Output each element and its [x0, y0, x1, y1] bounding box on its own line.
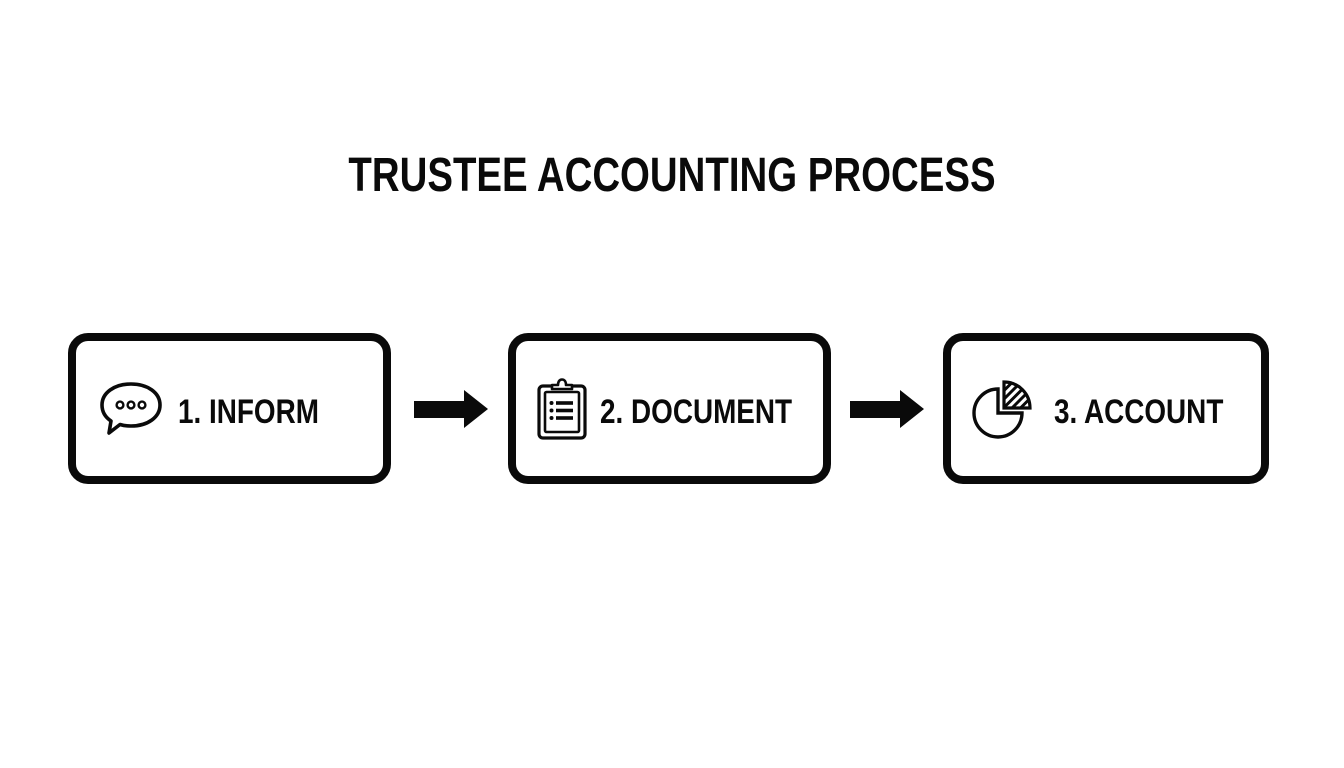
step-account: 3. ACCOUNT [943, 333, 1269, 484]
step-label: 2. DOCUMENT [600, 393, 793, 431]
clipboard-list-icon [537, 377, 587, 440]
step-label: 1. INFORM [178, 393, 319, 431]
pie-chart-icon [972, 378, 1036, 440]
step-label: 3. ACCOUNT [1054, 393, 1224, 431]
arrow-right-icon [850, 390, 924, 428]
step-inform: 1. INFORM [68, 333, 391, 484]
step-document: 2. DOCUMENT [508, 333, 831, 484]
arrow-right-icon [414, 390, 488, 428]
speech-bubble-icon [98, 380, 164, 438]
diagram-title: TRUSTEE ACCOUNTING PROCESS [348, 149, 996, 202]
